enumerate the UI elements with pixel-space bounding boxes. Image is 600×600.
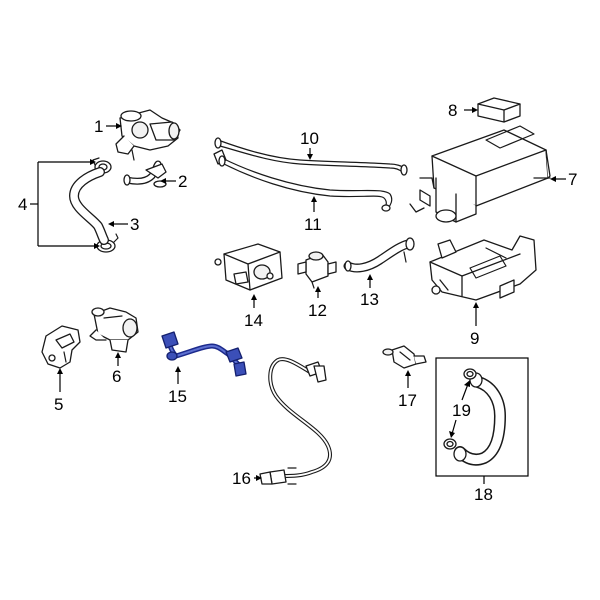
part-3-hose[interactable] — [69, 167, 109, 245]
callout-8: 8 — [448, 101, 457, 120]
part-15-sensor[interactable] — [161, 331, 247, 377]
part-18-frame — [435, 357, 529, 477]
part-18-hose[interactable] — [453, 372, 506, 466]
callouts: 1 2 3 4 5 6 7 8 9 10 11 12 13 14 15 16 1… — [18, 101, 577, 504]
part-6-valve[interactable] — [89, 307, 139, 353]
callout-18: 18 — [474, 485, 493, 504]
callout-14: 14 — [244, 311, 263, 330]
callout-1: 1 — [94, 117, 103, 136]
callout-19: 19 — [452, 401, 471, 420]
callout-15: 15 — [168, 387, 187, 406]
part-9-bracket[interactable] — [429, 235, 537, 301]
part-19-clamp-bottom[interactable] — [443, 438, 457, 450]
part-14-solenoid[interactable] — [214, 243, 283, 291]
part-19-clamp-top[interactable] — [463, 368, 477, 380]
callout-17: 17 — [398, 391, 417, 410]
part-2-hose[interactable] — [123, 160, 167, 188]
callout-7: 7 — [568, 170, 577, 189]
callout-16: 16 — [232, 469, 251, 488]
callout-6: 6 — [112, 367, 121, 386]
part-7-canister[interactable] — [409, 125, 551, 223]
callout-10: 10 — [300, 129, 319, 148]
part-12-fitting[interactable] — [297, 251, 337, 289]
callout-13: 13 — [360, 290, 379, 309]
callout-2: 2 — [178, 172, 187, 191]
part-8-filter[interactable] — [477, 97, 521, 123]
leader-lines — [30, 107, 566, 484]
callout-11: 11 — [304, 215, 322, 234]
part-11-line[interactable] — [218, 155, 393, 212]
callout-9: 9 — [470, 329, 479, 348]
part-13-hose[interactable] — [343, 237, 415, 273]
part-5-bracket[interactable] — [41, 325, 81, 369]
part-17-connector[interactable] — [382, 345, 427, 369]
callout-5: 5 — [54, 395, 63, 414]
part-1-purge-pump[interactable] — [115, 109, 181, 161]
callout-3: 3 — [130, 215, 139, 234]
callout-12: 12 — [308, 301, 327, 320]
callout-4: 4 — [18, 195, 27, 214]
part-16-sensor[interactable] — [259, 357, 332, 485]
